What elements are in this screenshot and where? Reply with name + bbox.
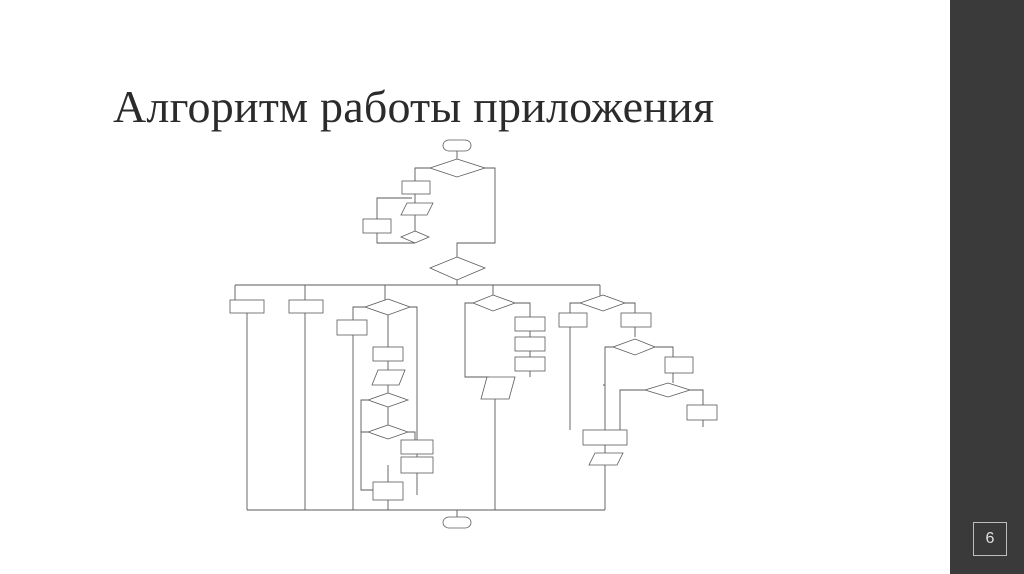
predefined-delete-notification	[686, 404, 718, 421]
predefined-process-file	[514, 336, 546, 352]
io-return-page	[588, 452, 624, 466]
io-output-notifications	[480, 376, 516, 400]
flowchart-diagram	[225, 135, 725, 530]
process-save-db	[372, 481, 404, 501]
flowchart-connectors	[234, 151, 704, 517]
decision-can-view-page	[363, 298, 412, 316]
predefined-load-file	[514, 316, 546, 332]
decision-permission	[611, 338, 657, 356]
process-auth-page	[401, 180, 431, 195]
predefined-select-notification	[664, 356, 694, 374]
predefined-save-notification	[400, 456, 434, 474]
right-sidebar	[950, 0, 1024, 574]
decision-user-role	[578, 294, 627, 312]
decision-page-select	[428, 256, 487, 281]
predefined-view-notifications	[620, 312, 652, 328]
flowchart-svg	[229, 139, 718, 529]
predefined-show-file	[514, 356, 546, 372]
process-developers-page	[288, 299, 324, 314]
predefined-notifications-col4	[558, 312, 588, 328]
process-error	[362, 218, 392, 234]
end-terminator	[442, 516, 472, 529]
slide-title: Алгоритм работы приложения	[113, 81, 715, 132]
decision-has-rights	[643, 382, 692, 398]
start-terminator	[442, 139, 472, 152]
decision-button-pressed	[366, 424, 410, 440]
page-number: 6	[985, 530, 995, 547]
process-show-notifications	[372, 346, 404, 362]
page-number-box: 6	[973, 522, 1007, 556]
io-enter-credentials	[400, 202, 434, 216]
decision-has-file	[471, 294, 517, 312]
decision-all-fields-filled	[366, 392, 410, 408]
flowchart-shapes	[229, 139, 718, 529]
process-back-to-list	[582, 429, 628, 446]
process-admin-page	[229, 299, 265, 314]
predefined-send-notification	[400, 439, 434, 455]
io-fill-notification	[371, 369, 406, 386]
process-redirect-home	[336, 319, 368, 336]
decision-authorized	[428, 158, 487, 178]
decision-data-valid	[399, 230, 431, 244]
